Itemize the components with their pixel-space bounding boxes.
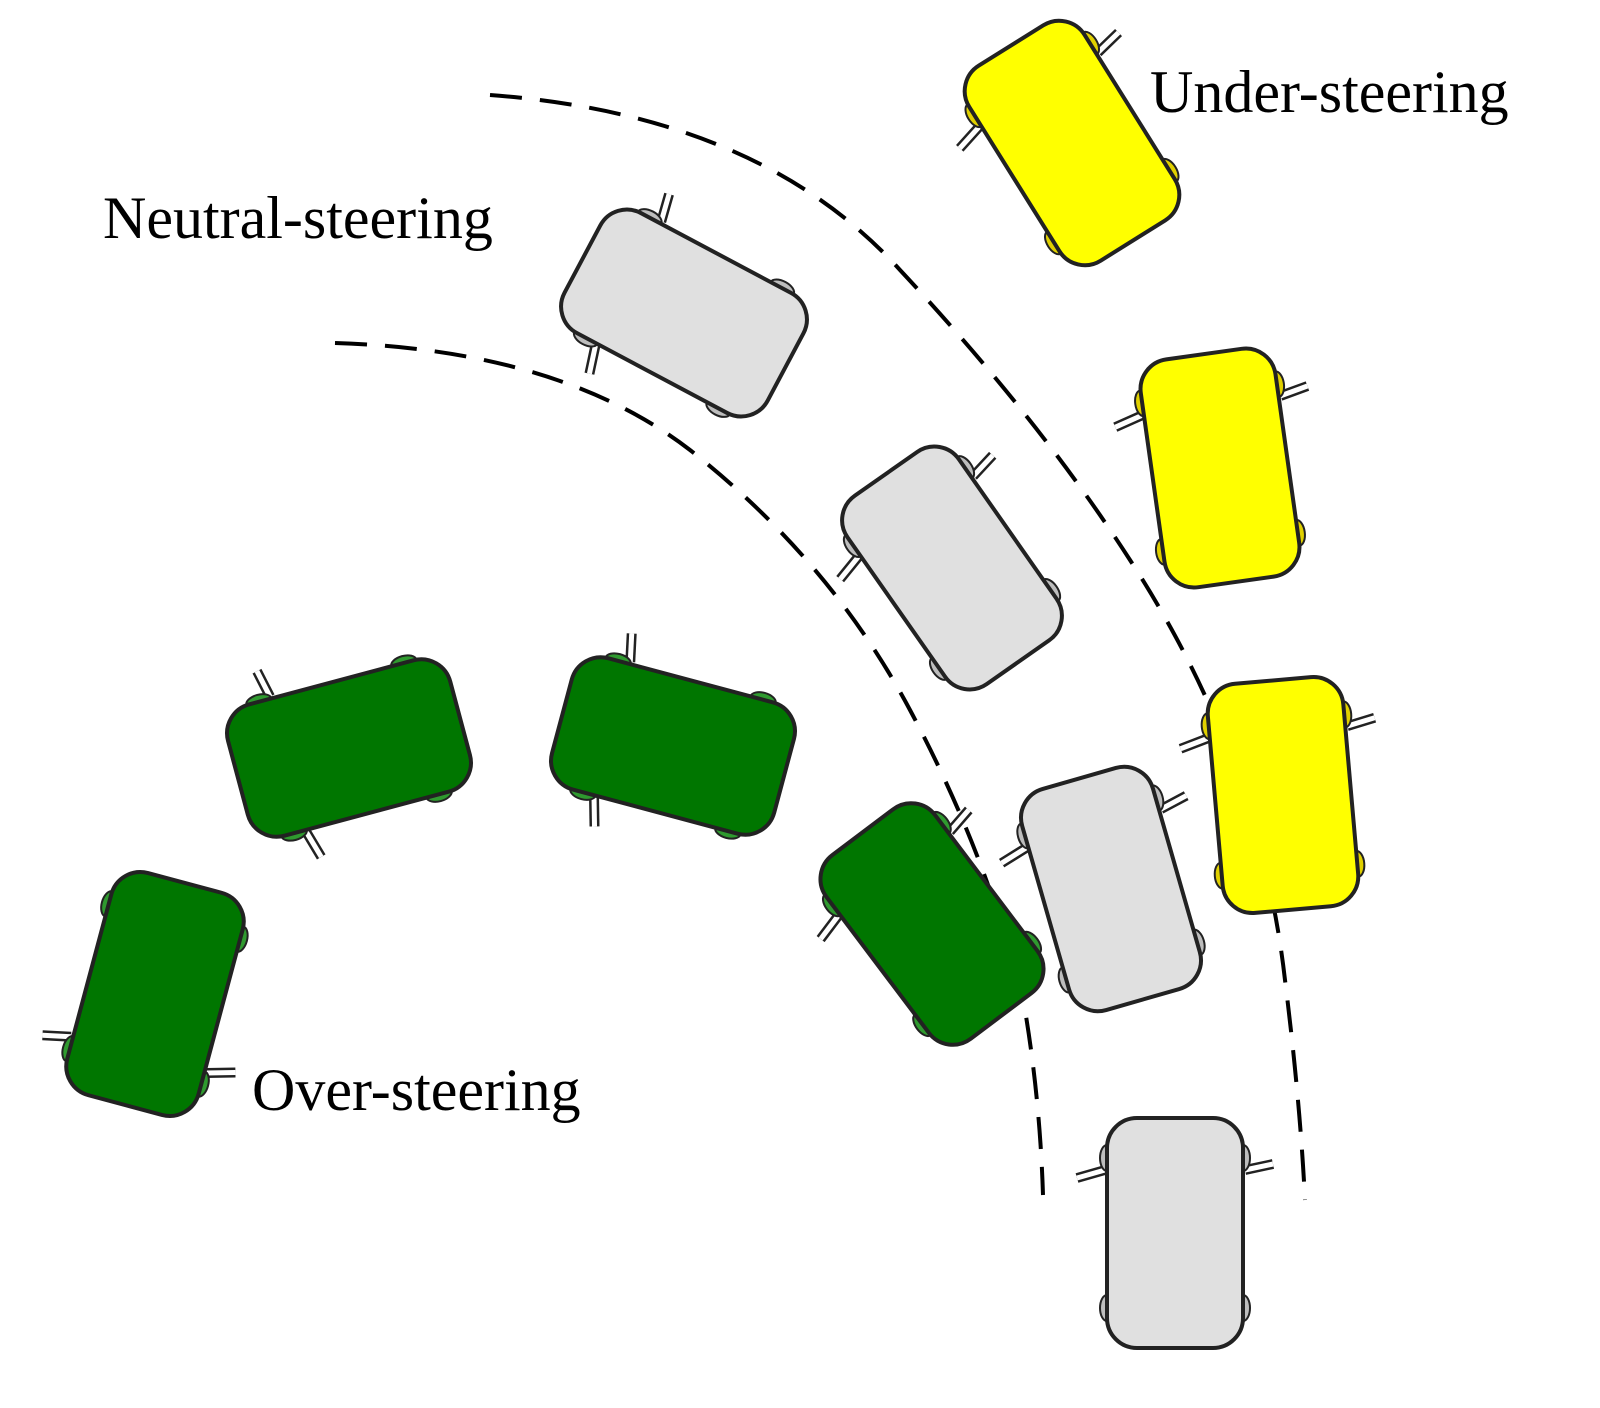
cars-layer	[42, 18, 1377, 1350]
steering-arm-right-fill	[1346, 715, 1376, 729]
steering-arm-right-fill	[42, 1032, 72, 1040]
steering-arm-left-fill	[586, 344, 598, 375]
steering-arm-right-fill	[658, 193, 672, 223]
car-body	[840, 444, 1064, 692]
car-body	[1019, 764, 1203, 1014]
steering-arm-left-fill	[1179, 736, 1209, 752]
steering-arm-right-fill	[971, 453, 995, 478]
car-body	[1105, 1116, 1245, 1350]
steering-arm-left-fill	[1114, 413, 1143, 430]
steering-arm-left-fill	[957, 124, 982, 150]
under-steering-car-1	[956, 18, 1182, 268]
neutral-steering-label: Neutral-steering	[103, 185, 493, 251]
steering-arm-right-fill	[1159, 793, 1188, 812]
inner-trajectory-dashed	[334, 341, 1045, 1196]
steering-arm-right-fill	[1096, 30, 1121, 55]
steering-arm-left-fill	[1000, 845, 1028, 866]
over-steering-car-10	[225, 654, 473, 860]
steering-arm-left-fill	[838, 554, 861, 581]
over-steering-car-11	[42, 870, 249, 1118]
outer-trajectory-dashed	[489, 93, 1307, 1201]
trajectory-paths	[334, 93, 1307, 1201]
under-steering-label: Under-steering	[1150, 59, 1509, 125]
steering-arm-left-fill	[304, 830, 324, 859]
neutral-steering-car-7	[559, 192, 809, 419]
steering-arm-right-fill	[1279, 383, 1309, 399]
steering-arm-right-fill	[254, 670, 273, 698]
over-steering-label: Over-steering	[252, 1057, 581, 1123]
steering-arm-left-fill	[1076, 1167, 1106, 1181]
car-body	[559, 207, 809, 419]
car-body	[1138, 346, 1302, 590]
steering-arm-left-fill	[206, 1069, 236, 1076]
car-body	[64, 870, 246, 1118]
steering-arm-right-fill	[627, 633, 635, 663]
steering-arm-left-fill	[818, 914, 841, 941]
car-body	[549, 655, 797, 837]
car-body	[1205, 675, 1361, 915]
over-steering-car-9	[549, 633, 797, 840]
neutral-steering-car-5	[998, 764, 1206, 1014]
car-body	[818, 801, 1046, 1047]
under-steering-car-2	[1113, 346, 1310, 590]
under-steering-car-3	[1178, 675, 1377, 915]
car-body	[225, 657, 473, 839]
neutral-steering-car-6	[836, 444, 1064, 692]
neutral-steering-car-4	[1075, 1116, 1275, 1350]
steering-arm-right-fill	[1244, 1161, 1274, 1173]
steering-arm-left-fill	[591, 797, 598, 827]
steering-arm-right-fill	[948, 808, 971, 834]
over-steering-car-8	[816, 801, 1046, 1047]
car-body	[962, 18, 1182, 268]
